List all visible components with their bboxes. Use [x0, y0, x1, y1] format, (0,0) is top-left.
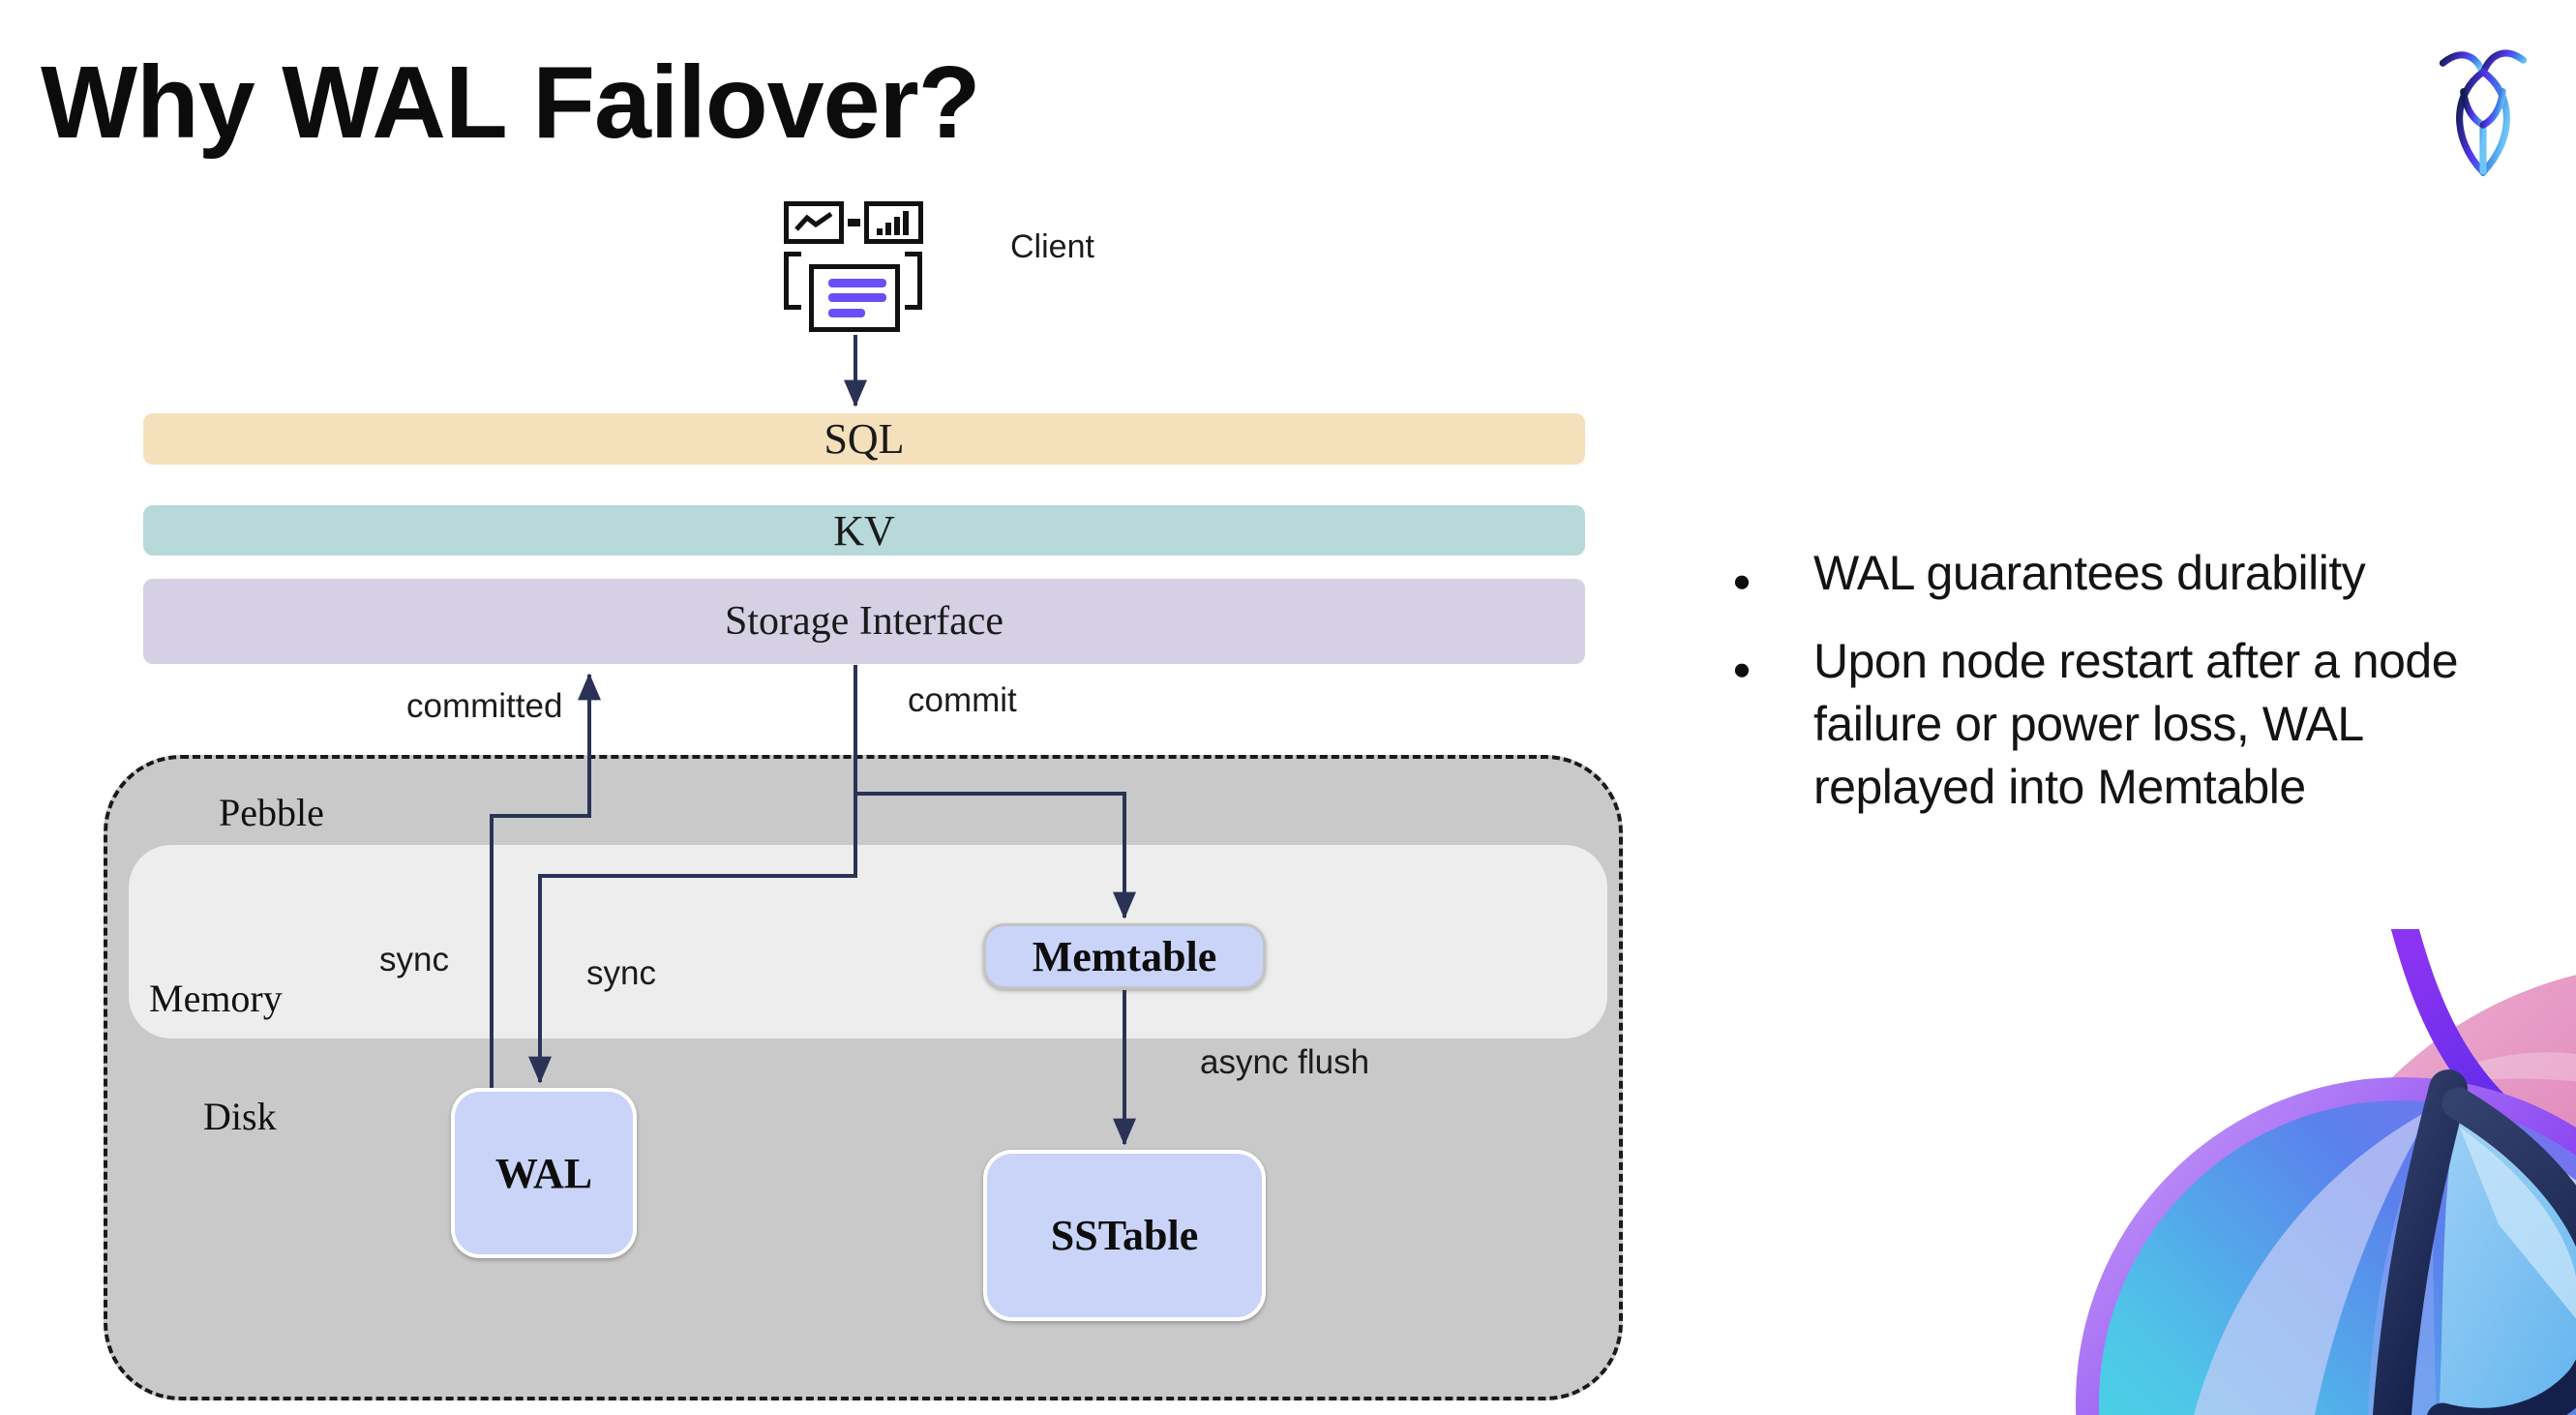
sync-label-left: sync [379, 941, 449, 978]
wal-box: WAL [451, 1088, 637, 1258]
sstable-box: SSTable [983, 1150, 1266, 1321]
memtable-label: Memtable [1032, 932, 1217, 980]
bullet-item: WAL guarantees durability [1730, 542, 2520, 612]
disk-label: Disk [203, 1095, 277, 1138]
slide-title: Why WAL Failover? [41, 45, 980, 160]
memtable-box: Memtable [983, 923, 1266, 989]
layer-sql: SQL [143, 413, 1585, 465]
bullet-list: WAL guarantees durability Upon node rest… [1730, 542, 2520, 819]
sstable-label: SSTable [1050, 1212, 1199, 1259]
cockroachdb-brand-art [2076, 929, 2576, 1415]
left-bracket-icon [784, 252, 801, 310]
doc-text-line [828, 309, 865, 317]
document-icon [809, 264, 900, 332]
line-chart-icon [784, 201, 844, 244]
layer-kv: KV [143, 505, 1585, 556]
commit-label: commit [908, 681, 1017, 719]
layer-sql-label: SQL [824, 415, 905, 463]
layer-kv-label: KV [833, 506, 895, 555]
petal-overlay [2194, 1108, 2433, 1415]
leaf-highlight [2460, 1128, 2576, 1319]
sync-label-right: sync [586, 954, 656, 992]
async-flush-label: async flush [1200, 1043, 1370, 1081]
client-label: Client [1010, 228, 1094, 265]
leaf-shape [2439, 1121, 2576, 1415]
cockroachdb-logo-icon [2439, 49, 2528, 176]
bar-chart-icon [864, 201, 923, 244]
pebble-label: Pebble [219, 791, 324, 834]
bullet-text: WAL guarantees durability [1813, 546, 2366, 600]
dash-connector [848, 219, 860, 226]
memory-band [129, 845, 1607, 1039]
pebble-container [104, 755, 1623, 1400]
bullet-text: Upon node restart after a node failure o… [1813, 634, 2459, 814]
committed-label: committed [406, 687, 563, 725]
doc-text-line [828, 293, 886, 302]
doc-text-line [828, 279, 886, 287]
bullet-item: Upon node restart after a node failure o… [1730, 630, 2520, 819]
dark-vein-strokes [2373, 1069, 2576, 1415]
right-bracket-icon [905, 252, 922, 310]
layer-storage-interface: Storage Interface [143, 579, 1585, 664]
memory-label: Memory [149, 977, 283, 1020]
wal-label: WAL [494, 1149, 593, 1197]
layer-storage-label: Storage Interface [725, 599, 1003, 644]
